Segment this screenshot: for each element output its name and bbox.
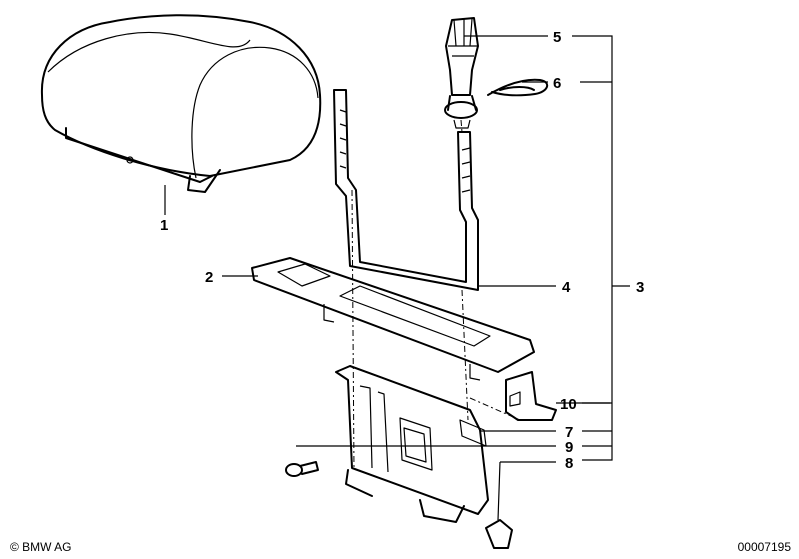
assembly-line-2 [461, 289, 469, 421]
screw [285, 461, 319, 477]
spring-clip [487, 78, 549, 97]
copyright-text: © BMW AG [10, 540, 72, 554]
mounting-bracket [335, 365, 489, 523]
callout-9: 9 [565, 439, 573, 456]
callout-10: 10 [560, 396, 577, 413]
assembly-line-1 [351, 189, 355, 471]
headrest-bar [333, 89, 479, 291]
callout-4: 4 [562, 279, 571, 296]
assembly-line-3 [469, 397, 521, 421]
callout-3: 3 [636, 279, 644, 296]
callout-7: 7 [565, 424, 573, 441]
cover-plate [251, 257, 535, 381]
plug-cap [485, 519, 513, 549]
document-number: 00007195 [737, 540, 791, 554]
callout-5: 5 [553, 29, 561, 46]
guide-sleeve [444, 17, 479, 129]
callout-1: 1 [160, 217, 168, 234]
headrest-cushion [40, 14, 322, 193]
leader-lines [164, 35, 630, 521]
callout-6: 6 [553, 75, 561, 92]
callout-2: 2 [205, 269, 213, 286]
clip-part [505, 371, 557, 421]
callout-8: 8 [565, 455, 573, 472]
assembly-line-4 [460, 119, 463, 133]
